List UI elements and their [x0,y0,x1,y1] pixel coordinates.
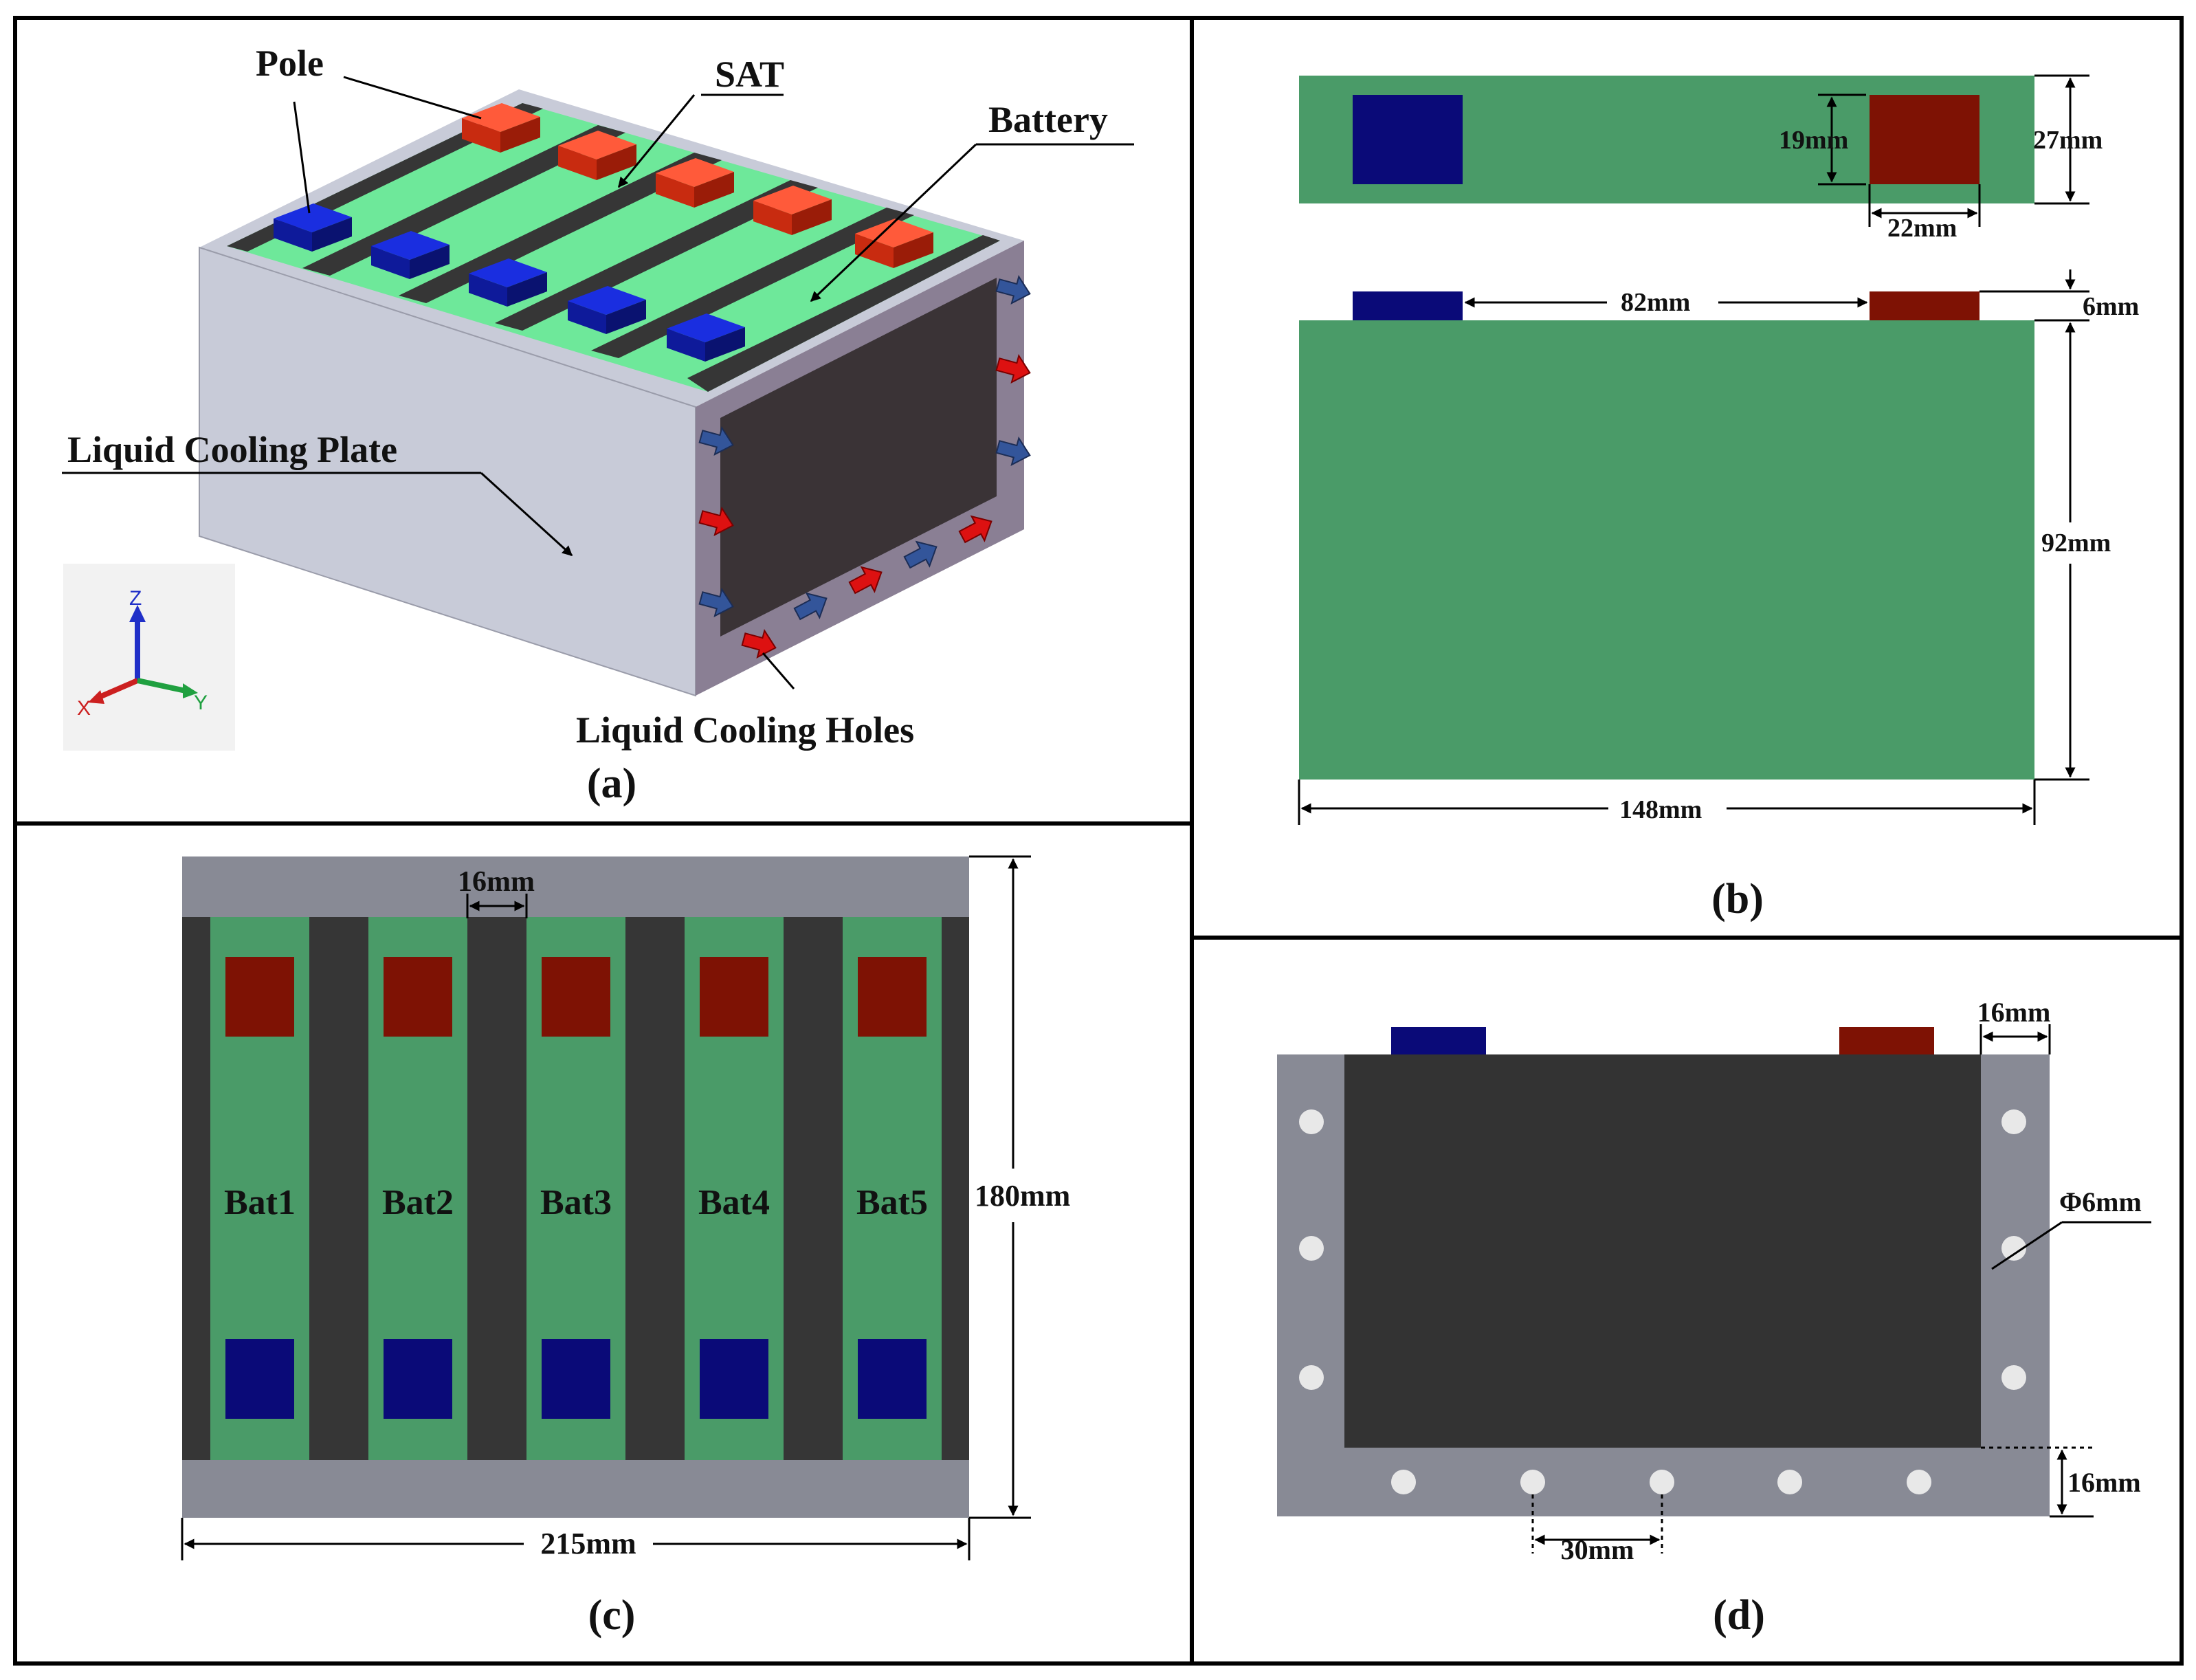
panel-d-dimension-lines [1531,1024,2151,1554]
battery-label: Bat2 [382,1183,454,1222]
dim-sat-width: 16mm [458,866,535,898]
panel-c-top-view: Bat1 Bat2 Bat3 Bat4 Bat5 16mm 180mm 215m… [181,855,1070,1639]
dim-module-height: 180mm [975,1179,1070,1213]
cooling-holes [1299,1109,2026,1494]
axis-x-label: X [77,697,91,720]
label-liquid-cooling-holes: Liquid Cooling Holes [576,709,914,751]
red-pole [656,158,734,208]
dim-module-width: 215mm [540,1527,636,1560]
panel-c-dimension-lines [181,855,1031,1560]
dim-pole-spacing: 82mm [1621,288,1690,317]
dim-battery-height: 92mm [2041,529,2111,557]
plate-top-band [182,856,969,917]
negative-poles [225,1339,927,1419]
battery-end-face [720,278,997,637]
panel-a-isometric-view: Pole SAT Battery Liquid Cooling Plate Li… [62,43,1134,807]
negative-pole-front [1353,291,1463,320]
dim-pole-protrusion: 6mm [2083,292,2139,321]
dim-hole-spacing: 30mm [1561,1534,1634,1565]
blue-pole [371,231,450,279]
dim-pole-width: 22mm [1887,214,1957,243]
battery-label: Bat1 [224,1183,296,1222]
panel-d-cooling-plate-section: 16mm Φ6mm 16mm 30mm (d) [1277,997,2151,1639]
negative-pole [1391,1027,1486,1054]
axis-z-label: Z [129,587,142,610]
label-pole: Pole [256,43,324,84]
panel-b-dimension-lines [1298,74,2089,825]
positive-pole-front [1870,291,1979,320]
battery-label: Bat5 [856,1183,928,1222]
blue-pole [274,203,352,252]
negative-pole-top [1353,95,1463,184]
panel-b-battery-dimensions: 19mm 27mm 22mm 82mm 6mm 92mm 148mm (b) [1298,74,2139,922]
plate-bottom-band [182,1460,969,1518]
label-sat: SAT [715,54,784,95]
red-pole [462,103,540,153]
dim-side-wall: 16mm [1977,997,2051,1028]
battery-section [1344,1054,1981,1448]
dim-bottom-wall: 16mm [2067,1467,2141,1498]
blue-pole [469,258,547,307]
caption-b: (b) [1711,876,1764,922]
battery-label: Bat3 [540,1183,612,1222]
dim-thickness: 27mm [2033,126,2103,155]
dim-battery-length: 148mm [1619,795,1702,824]
positive-pole-top [1870,95,1979,184]
blue-pole [568,286,646,334]
caption-a: (a) [587,760,636,807]
blue-pole [667,313,745,362]
dim-pole-height: 19mm [1779,126,1848,155]
battery-front-view [1299,320,2034,780]
battery-top [227,103,1000,392]
red-pole [558,131,636,180]
axis-y-label: Y [194,692,208,714]
label-liquid-cooling-plate: Liquid Cooling Plate [67,429,397,470]
sat-strips [227,103,1000,392]
label-battery: Battery [988,99,1108,140]
axis-triad-icon: Z X Y [63,564,235,751]
panel-a-leaders [62,76,1134,689]
dim-hole-diameter: Φ6mm [2059,1186,2142,1217]
battery-label: Bat4 [698,1183,770,1222]
caption-c: (c) [588,1592,636,1639]
red-pole [753,186,832,235]
positive-pole [1839,1027,1934,1054]
panel-frames [13,16,2184,1666]
caption-d: (d) [1713,1592,1765,1639]
positive-poles [225,957,927,1037]
